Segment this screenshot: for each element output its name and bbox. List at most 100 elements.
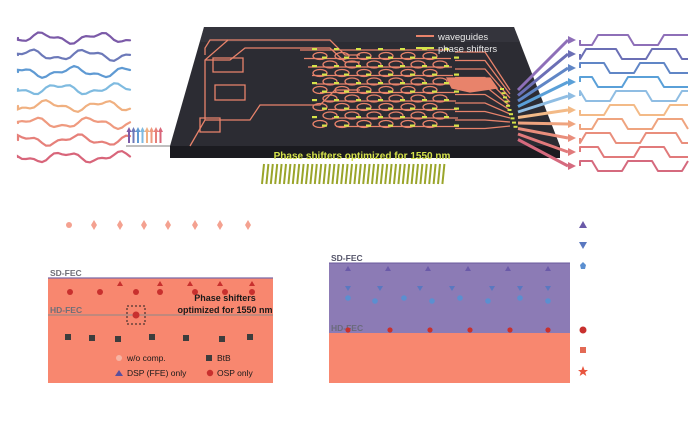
mzi-coupler [312, 68, 328, 78]
input-arrows [126, 127, 186, 147]
phase-shifter [356, 99, 361, 102]
electrode-line [441, 163, 446, 185]
electrode-line [384, 163, 389, 185]
phase-shifter [400, 48, 405, 51]
btb-marker [149, 334, 155, 340]
phase-shifter [422, 65, 427, 68]
electrode-line [419, 163, 424, 185]
electrode-line [278, 163, 283, 185]
dsp-marker [157, 281, 163, 286]
input-arrowhead [135, 127, 141, 132]
phase-shifter [410, 124, 415, 127]
mzi-coupler [366, 94, 382, 103]
mzi-coupler [356, 119, 372, 129]
output-arrow [517, 138, 569, 168]
phase-shifter [344, 73, 349, 76]
waveguide-output [455, 59, 511, 95]
phase-shifter [503, 96, 507, 99]
waveguide-output [455, 119, 511, 123]
osp-marker [192, 289, 198, 295]
mzi-coupler [388, 94, 404, 103]
red-circle-marker [507, 327, 513, 333]
marker [117, 220, 123, 230]
red-circle-marker [467, 327, 473, 333]
electrode-line [432, 163, 437, 185]
mzi-coupler [400, 119, 416, 129]
mzi-coupler [344, 77, 360, 86]
electrode-line [406, 163, 411, 185]
phase-shifter [356, 65, 361, 68]
mzi-coupler [334, 119, 350, 129]
phase-shifter [366, 56, 371, 59]
input-wave [16, 64, 132, 79]
mzi-coupler [422, 68, 438, 78]
osp-marker [249, 289, 255, 295]
waveguide-path [214, 84, 246, 101]
phase-shifter [334, 116, 339, 119]
mzi-coupler [312, 119, 328, 129]
phase-shifter [322, 90, 327, 93]
mzi-coupler [366, 60, 382, 69]
mzi-coupler [422, 85, 438, 95]
electrode-line [415, 163, 419, 185]
mzi-coupler [378, 68, 394, 78]
mzi-coupler [400, 85, 416, 95]
mzi-coupler [334, 85, 350, 95]
mzi-coupler [410, 94, 426, 103]
mzi-coupler [388, 111, 404, 120]
mzi-coupler [410, 111, 426, 120]
combiner-block [445, 77, 499, 93]
input-arrowhead [153, 127, 159, 132]
mzi-coupler [344, 111, 360, 120]
output-signals [579, 34, 689, 172]
electrode-line [331, 163, 336, 185]
phase-shifter [410, 56, 415, 59]
mzi-coupler [400, 51, 416, 61]
osp-marker [97, 289, 103, 295]
electrode-line [362, 163, 367, 185]
output-arrow [517, 121, 569, 126]
tri-down-marker [377, 286, 383, 291]
btb-marker [247, 334, 253, 340]
phase-shifter [510, 117, 515, 120]
mzi-coupler [322, 94, 338, 103]
top-marker-row [66, 220, 251, 230]
mzi-coupler [334, 102, 350, 112]
electrode-line [357, 163, 362, 185]
right-side-legend [578, 221, 588, 376]
osp-marker [133, 289, 139, 295]
pent-marker [485, 298, 491, 304]
tri-down-marker [545, 286, 551, 291]
dsp-marker [117, 281, 123, 286]
osp-marker [222, 289, 228, 295]
waveguide-output [455, 110, 511, 119]
phase-shifter [344, 107, 349, 110]
annotation-line1: Phase shifters [194, 293, 256, 303]
mzi-coupler [334, 68, 350, 78]
input-wave [16, 82, 132, 96]
electrode-line [428, 163, 433, 185]
legend-osp-only: OSP only [217, 368, 254, 378]
output-arrow [517, 132, 569, 154]
electrode-line [410, 163, 415, 185]
mzi-coupler [388, 60, 404, 69]
phase-shifter [366, 90, 371, 93]
red-circle-marker [545, 327, 551, 333]
phase-shifter [432, 124, 437, 127]
waveguide-path [212, 57, 244, 73]
pent-marker [545, 298, 551, 304]
phase-shifter [322, 73, 327, 76]
mzi-coupler [356, 51, 372, 61]
electrode-line [322, 163, 327, 185]
tri-up-marker [465, 266, 471, 271]
tri-down-marker [345, 286, 351, 291]
legend-dsp-ffe: DSP (FFE) only [127, 368, 187, 378]
output-wave [579, 104, 688, 116]
phase-shifter [500, 88, 504, 90]
red-circle-marker [427, 327, 433, 333]
pent-marker [517, 295, 523, 301]
phase-shifter [512, 121, 516, 124]
phase-shifter [444, 65, 449, 68]
mzi-coupler [432, 94, 448, 103]
phase-shifter [501, 92, 506, 95]
